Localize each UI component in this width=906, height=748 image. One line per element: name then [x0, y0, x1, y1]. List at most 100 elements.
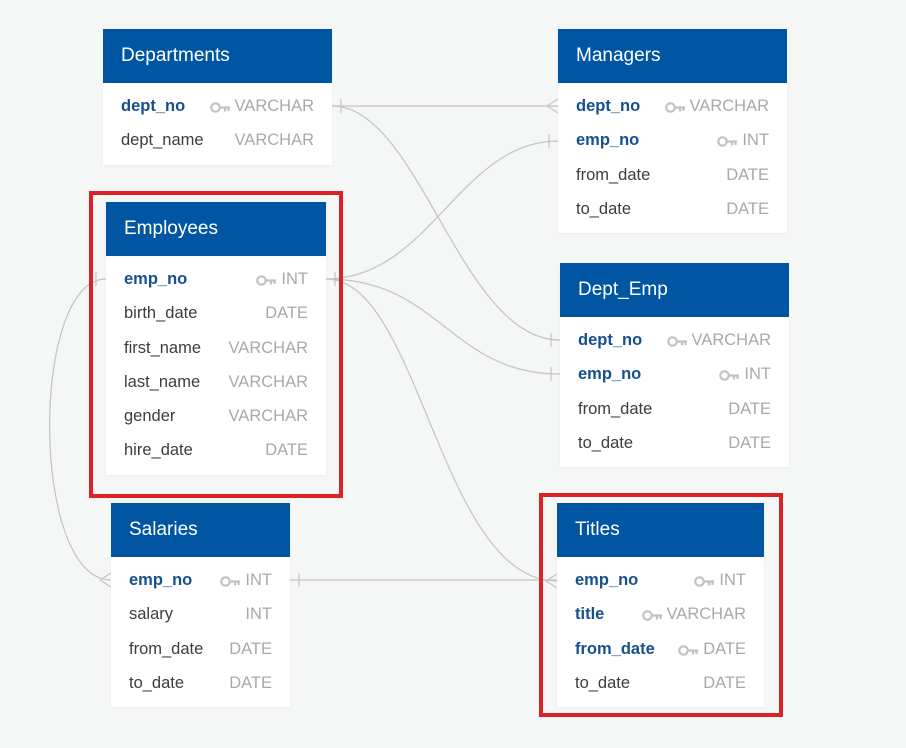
field-row[interactable]: emp_no INT: [111, 564, 290, 598]
field-type: INT: [245, 571, 272, 589]
field-name: first_name: [124, 338, 202, 357]
field-row[interactable]: gender VARCHAR: [106, 400, 326, 434]
field-type: DATE: [265, 441, 308, 460]
field-row[interactable]: title VARCHAR: [557, 598, 764, 632]
field-list: emp_no INT title VARCHAR from_date DATE to_dat…: [557, 557, 764, 707]
field-type: DATE: [265, 304, 308, 323]
table-title: Employees: [106, 202, 326, 256]
field-row[interactable]: salary INT: [111, 598, 290, 632]
field-name: title: [575, 605, 605, 624]
field-type-cell: VARCHAR: [641, 605, 746, 626]
field-type-cell: DATE: [728, 434, 771, 453]
key-icon: [641, 607, 663, 626]
field-row[interactable]: from_date DATE: [560, 393, 789, 427]
key-icon: [220, 573, 241, 592]
field-name: from_date: [575, 639, 655, 658]
titles-table[interactable]: Titles emp_no INT title VARCHAR from_date DATE…: [557, 503, 764, 708]
field-row[interactable]: to_date DATE: [560, 427, 789, 461]
key-icon: [666, 333, 688, 352]
connector-departments-deptemp: [331, 105, 561, 341]
field-type-cell: VARCHAR: [209, 97, 314, 118]
field-type-cell: VARCHAR: [229, 373, 308, 392]
field-type-cell: INT: [245, 605, 272, 624]
field-type: INT: [281, 270, 308, 288]
field-name: from_date: [129, 639, 204, 658]
field-row[interactable]: from_date DATE: [111, 633, 290, 667]
field-name: birth_date: [124, 304, 198, 323]
key-icon: [678, 642, 699, 661]
field-type-cell: VARCHAR: [229, 407, 308, 426]
field-name: emp_no: [576, 131, 640, 150]
field-row[interactable]: dept_no VARCHAR: [558, 90, 787, 124]
field-name: emp_no: [575, 571, 639, 589]
field-type-cell: DATE: [726, 166, 769, 185]
field-name: salary: [129, 605, 174, 624]
key-icon: [664, 99, 686, 118]
field-name: dept_no: [576, 97, 641, 115]
field-name: from_date: [578, 399, 653, 418]
table-title: Titles: [557, 503, 764, 557]
field-row[interactable]: last_name VARCHAR: [106, 366, 326, 400]
field-name: emp_no: [578, 365, 642, 384]
table-title: Departments: [103, 29, 332, 83]
key-icon: [694, 573, 715, 592]
dept-emp-table[interactable]: Dept_Emp dept_no VARCHAR emp_no INT from_date…: [560, 263, 789, 468]
field-type: DATE: [728, 399, 771, 418]
field-type-cell: DATE: [229, 674, 272, 693]
field-row[interactable]: emp_no INT: [560, 358, 789, 392]
field-row[interactable]: birth_date DATE: [106, 297, 326, 331]
field-type: INT: [719, 571, 746, 589]
field-row[interactable]: first_name VARCHAR: [106, 332, 326, 366]
connector-employees-titles: [325, 278, 558, 582]
field-type-cell: VARCHAR: [235, 131, 314, 150]
table-title: Dept_Emp: [560, 263, 789, 317]
field-type: INT: [245, 605, 272, 624]
field-type: DATE: [726, 199, 769, 218]
field-row[interactable]: dept_no VARCHAR: [560, 324, 789, 358]
field-type-cell: INT: [256, 270, 308, 291]
key-icon: [719, 367, 740, 386]
field-type: DATE: [703, 639, 746, 658]
field-row[interactable]: from_date DATE: [557, 633, 764, 667]
field-type-cell: VARCHAR: [229, 339, 308, 358]
table-title: Salaries: [111, 503, 290, 557]
field-row[interactable]: emp_no INT: [557, 564, 764, 598]
field-type-cell: INT: [694, 571, 746, 592]
field-type-cell: DATE: [728, 400, 771, 419]
field-type-cell: VARCHAR: [666, 331, 771, 352]
field-type: DATE: [229, 639, 272, 658]
field-name: gender: [124, 407, 176, 426]
field-type-cell: DATE: [726, 200, 769, 219]
field-name: last_name: [124, 372, 201, 391]
connector-employees-salaries: [49, 278, 112, 581]
field-type: VARCHAR: [689, 97, 769, 115]
titles-highlight-box: [539, 493, 783, 717]
field-name: to_date: [578, 433, 634, 452]
field-name: dept_name: [121, 131, 204, 150]
field-name: emp_no: [129, 571, 193, 589]
field-type-cell: INT: [220, 571, 272, 592]
field-type: INT: [744, 365, 771, 384]
field-type: VARCHAR: [234, 97, 314, 115]
field-type: DATE: [229, 673, 272, 692]
field-name: dept_no: [578, 331, 643, 349]
field-type: VARCHAR: [234, 131, 314, 150]
field-row[interactable]: dept_name VARCHAR: [103, 124, 332, 158]
